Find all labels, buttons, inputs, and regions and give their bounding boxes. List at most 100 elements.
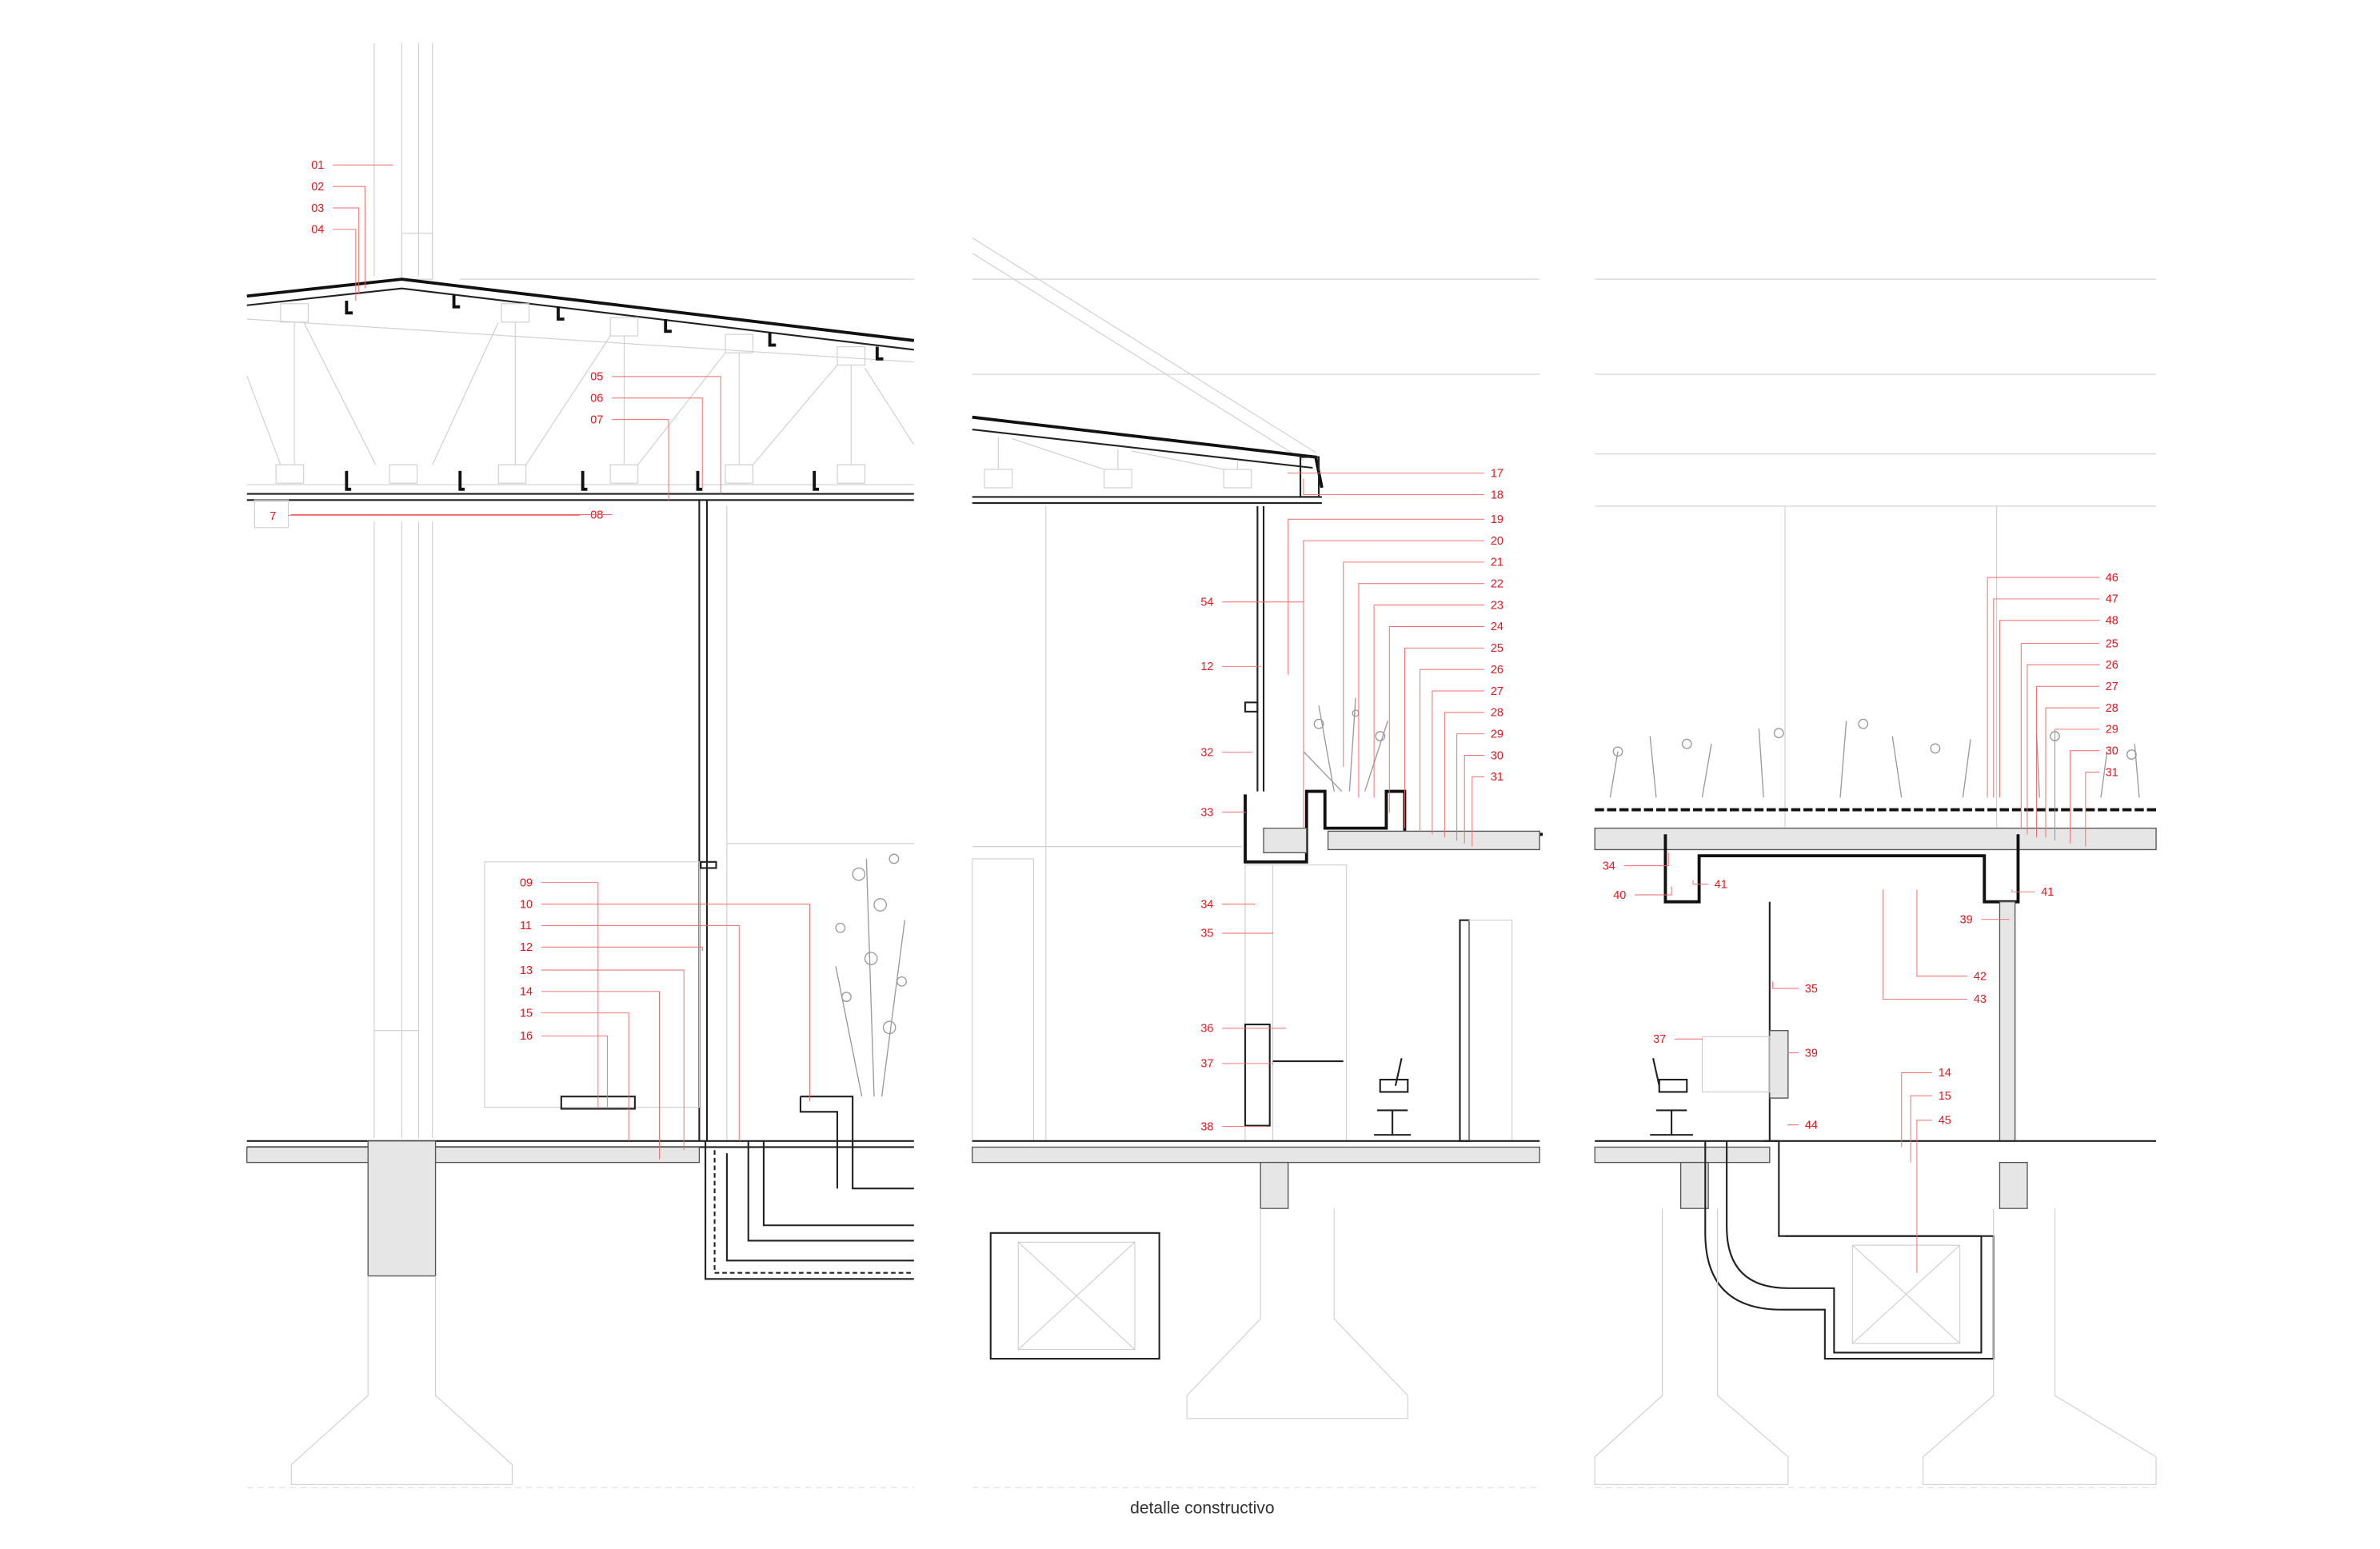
leader-line [1464, 755, 1485, 844]
leader-line [1222, 1126, 1268, 1128]
leader-line [1787, 1052, 1799, 1054]
floor-slab [246, 1140, 914, 1485]
leader-line [1916, 889, 1968, 977]
annotation-label: 32 [1200, 746, 1213, 759]
leader-line [541, 991, 661, 1160]
leader-line [612, 397, 703, 488]
annotation-label: 05 [590, 371, 603, 384]
interior [1244, 864, 1513, 1142]
leader-line [1674, 1038, 1703, 1040]
annotation-label: 23 [1491, 599, 1503, 612]
facade-wall [484, 500, 914, 1141]
interior-3 [1650, 834, 2020, 1142]
leader-line [1623, 852, 1669, 867]
leader-line [2011, 889, 2035, 892]
leader-line [1883, 889, 1968, 1000]
annotation-label: 36 [1200, 1023, 1213, 1036]
leader-line [541, 882, 599, 1108]
office-chair-icon [1650, 1058, 1693, 1136]
annotation-label: 34 [1603, 860, 1615, 872]
leader-line [1358, 583, 1485, 798]
annotation-label: 15 [520, 1007, 533, 1020]
leader-line [333, 186, 365, 289]
leader-line [1910, 1095, 1933, 1163]
section-panel-2 [972, 237, 1543, 1419]
annotation-label: 37 [1653, 1033, 1666, 1046]
annotation-label: 18 [1491, 489, 1503, 501]
leader-line [1222, 932, 1274, 934]
annotation-label: 41 [1715, 878, 1727, 891]
leader-line [541, 946, 703, 952]
annotation-label: 24 [1491, 621, 1503, 633]
annotation-label: 19 [1491, 513, 1503, 526]
leader-line [2020, 643, 2100, 828]
leader-line [1222, 904, 1256, 905]
green-roof [1594, 718, 2157, 851]
annotation-label: 10 [520, 898, 533, 911]
annotation-label: 28 [1491, 707, 1503, 720]
leader-line [1373, 605, 1485, 798]
leader-line [2035, 685, 2100, 838]
leader-line [1635, 886, 1672, 896]
section-panel-3 [1594, 278, 2157, 1485]
annotation-label: 31 [2106, 766, 2118, 779]
annotation-label: 39 [1805, 1047, 1818, 1060]
leader-line [612, 419, 669, 501]
annotation-label: 11 [520, 920, 532, 932]
annotation-label: 30 [1491, 749, 1503, 762]
annotation-label: 37 [1200, 1058, 1213, 1071]
planter [705, 853, 914, 1280]
annotation-label: 13 [520, 964, 533, 977]
annotation-label: 12 [520, 941, 533, 954]
annotation-label: 21 [1491, 557, 1503, 569]
annotation-label: 26 [1491, 664, 1503, 677]
annotation-label: 22 [1491, 578, 1503, 591]
leader-line [1303, 478, 1485, 496]
leader-line [1343, 561, 1485, 767]
roof-truss [246, 277, 915, 501]
leader-line [1901, 1072, 1933, 1148]
annotation-label: 08 [590, 509, 603, 521]
leader-line [1303, 540, 1485, 828]
leader-line [1787, 1124, 1799, 1126]
annotation-labels: 0102030405060708091011121314151617181920… [290, 159, 2118, 1273]
leader-line [333, 164, 393, 166]
annotation-label: 31 [1491, 771, 1503, 784]
svg-text:7: 7 [270, 510, 276, 523]
annotation-label: 42 [1974, 970, 1987, 983]
leader-line [2085, 772, 2100, 847]
annotation-label: 09 [520, 876, 533, 889]
leader-line [2070, 750, 2100, 844]
annotation-label: 29 [2106, 724, 2118, 737]
annotation-label: 04 [311, 224, 324, 237]
leader-line [541, 924, 740, 1141]
leader-line [1222, 751, 1252, 753]
annotation-label: 45 [1939, 1115, 1951, 1128]
leader-line [541, 1012, 629, 1141]
leader-line [1916, 1120, 1933, 1273]
annotation-label: 34 [1200, 898, 1213, 911]
leader-line [1772, 981, 1799, 989]
roof-edge [972, 415, 1324, 505]
leader-line [1388, 625, 1485, 813]
annotation-label: 38 [1200, 1120, 1213, 1133]
leader-line [612, 376, 721, 494]
drawing-caption: detalle constructivo [1130, 1499, 1274, 1518]
annotation-label: 27 [1491, 685, 1503, 698]
annotation-label: 41 [2041, 886, 2054, 899]
annotation-label: 06 [590, 393, 603, 405]
leader-line [541, 969, 685, 1151]
leader-line [541, 904, 810, 1101]
leader-line [1987, 577, 2100, 798]
annotation-label: 12 [1200, 661, 1213, 673]
leader-line [333, 207, 360, 295]
annotation-label: 30 [2106, 745, 2118, 758]
leader-line [2045, 707, 2100, 838]
floor-slab-2 [972, 1140, 1540, 1419]
annotation-label: 40 [1613, 889, 1626, 902]
leader-line [1999, 620, 2100, 798]
annotation-label: 54 [1200, 597, 1213, 609]
annotation-label: 27 [2106, 681, 2118, 693]
annotation-label: 35 [1805, 983, 1818, 996]
